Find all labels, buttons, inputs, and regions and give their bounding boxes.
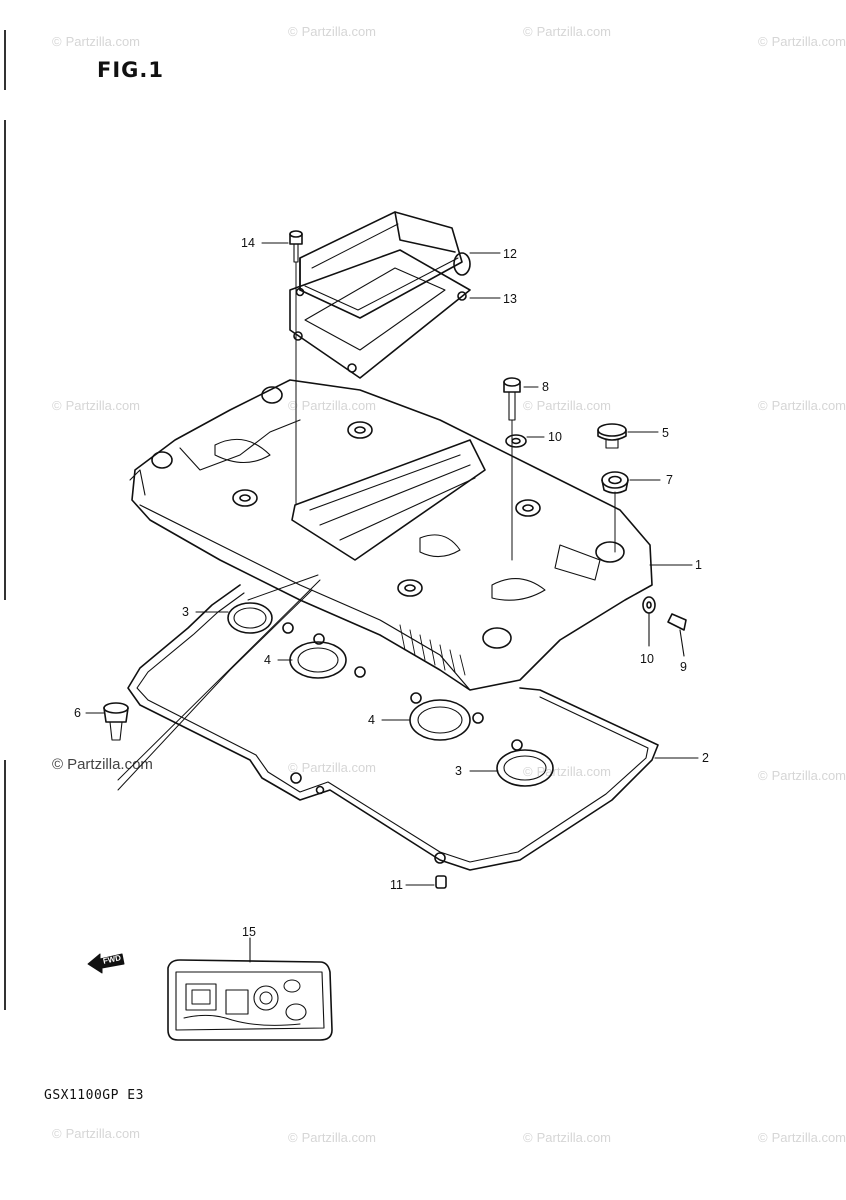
- plug-gasket-part-3: [227, 602, 554, 787]
- gasket-set-part-15: [167, 959, 333, 1041]
- callout-3-upper: 3: [182, 605, 189, 619]
- callout-11: 11: [390, 878, 403, 892]
- callout-4-lower: 4: [368, 713, 375, 727]
- scan-edge-mark: [4, 30, 6, 90]
- watermark: ©Partzilla.com: [758, 768, 846, 783]
- cover-gasket-part-2: [127, 584, 659, 871]
- callout-6: 6: [74, 706, 81, 720]
- callout-4-upper: 4: [264, 653, 271, 667]
- watermark: ©Partzilla.com: [523, 398, 612, 413]
- watermark: ©Partzilla.com: [758, 34, 846, 49]
- bolt-part-6: [103, 702, 129, 741]
- callout-2: 2: [702, 751, 709, 765]
- watermark: ©Partzilla.com: [52, 34, 141, 49]
- callout-13: 13: [503, 292, 517, 306]
- breather-gasket-part-13: [289, 249, 471, 379]
- scan-edge-mark: [4, 760, 6, 1010]
- model-code: GSX1100GP E3: [44, 1088, 144, 1103]
- watermark: ©Partzilla.com: [52, 398, 141, 413]
- callout-5: 5: [662, 426, 669, 440]
- assembly-leader-lines: [117, 261, 616, 791]
- callout-7: 7: [666, 473, 673, 487]
- callout-10-lower: 10: [640, 652, 654, 666]
- watermark: ©Partzilla.com: [288, 1130, 377, 1145]
- watermark: ©Partzilla.com: [523, 1130, 612, 1145]
- watermark: ©Partzilla.com: [288, 760, 377, 775]
- callout-10-upper: 10: [548, 430, 562, 444]
- watermark: ©Partzilla.com: [758, 1130, 846, 1145]
- callout-8: 8: [542, 380, 549, 394]
- watermark: ©Partzilla.com: [523, 764, 612, 779]
- breather-cover-part-12: [299, 211, 471, 319]
- front-direction-arrow-icon: [87, 953, 125, 974]
- dowel-part-11: [435, 875, 447, 889]
- callout-15: 15: [242, 925, 256, 939]
- bolt-part-8: [503, 377, 521, 421]
- figure-title: FIG.1: [97, 58, 164, 82]
- watermark: ©Partzilla.com: [523, 24, 612, 39]
- grommet-part-7: [601, 471, 629, 494]
- scan-edge-mark: [4, 120, 6, 600]
- callout-12: 12: [503, 247, 517, 261]
- cylinder-head-cover-part-1: [129, 379, 653, 691]
- watermark: ©Partzilla.com: [52, 756, 153, 773]
- watermark: ©Partzilla.com: [52, 1126, 141, 1141]
- callout-3-lower: 3: [455, 764, 462, 778]
- callout-1: 1: [695, 558, 702, 572]
- callout-9: 9: [680, 660, 687, 674]
- watermark: ©Partzilla.com: [758, 398, 846, 413]
- cap-part-5: [597, 423, 627, 449]
- cam-gasket-part-4: [289, 633, 484, 741]
- watermark: ©Partzilla.com: [288, 24, 377, 39]
- watermark: ©Partzilla.com: [288, 398, 377, 413]
- callout-leaders: [85, 242, 699, 963]
- bolt-part-9: [667, 613, 687, 631]
- callout-14: 14: [241, 236, 255, 250]
